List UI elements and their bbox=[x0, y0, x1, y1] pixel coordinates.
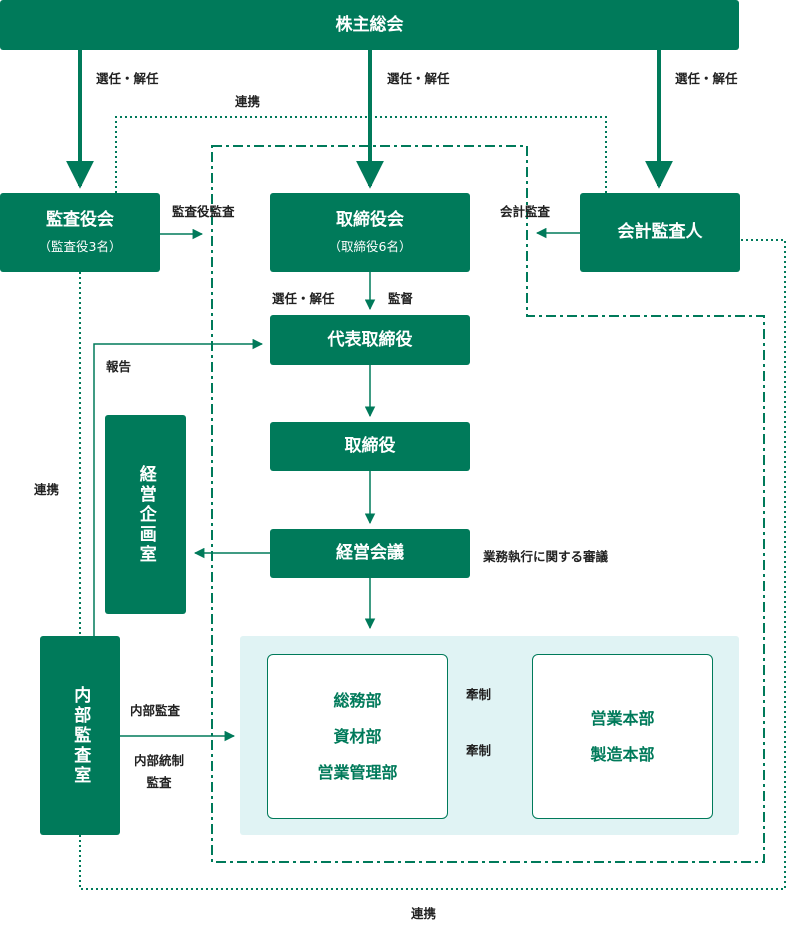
internal-audit-office-label: 内部監査室 bbox=[70, 685, 91, 786]
label-deliberation: 業務執行に関する審議 bbox=[483, 549, 609, 564]
label-internal-control-audit-line2: 監査 bbox=[146, 775, 172, 790]
label-cooperation-left: 連携 bbox=[34, 482, 60, 497]
representative-director-label: 代表取締役 bbox=[327, 329, 413, 350]
cooperation-line-bottom bbox=[79, 239, 786, 890]
directors-label: 取締役 bbox=[344, 436, 396, 457]
label-internal-control-audit-line1: 内部統制 bbox=[133, 753, 184, 768]
accounting-auditor-box: 会計監査人 bbox=[580, 193, 740, 272]
label-cooperation-top: 連携 bbox=[235, 94, 261, 109]
label-elect-dismiss-representative: 選任・解任 bbox=[272, 291, 335, 306]
label-cooperation-bottom: 連携 bbox=[411, 906, 437, 921]
department-materials: 資材部 bbox=[333, 726, 382, 746]
auditors-board-box: 監査役会 （監査役3名） bbox=[0, 193, 160, 272]
label-check-1: 牽制 bbox=[466, 687, 492, 702]
department-sales-admin: 営業管理部 bbox=[317, 762, 398, 782]
label-elect-dismiss-board: 選任・解任 bbox=[387, 71, 450, 86]
auditors-board-sublabel: （監査役3名） bbox=[38, 238, 122, 254]
department-manufacturing-hq: 製造本部 bbox=[590, 744, 655, 764]
management-meeting-label: 経営会議 bbox=[336, 543, 404, 564]
label-supervision: 監督 bbox=[388, 291, 414, 306]
planning-office-box: 経営企画室 bbox=[105, 415, 186, 614]
label-accounting-audit: 会計監査 bbox=[500, 204, 551, 219]
accounting-auditor-label: 会計監査人 bbox=[617, 222, 703, 243]
shareholders-meeting-box: 株主総会 bbox=[0, 0, 739, 50]
label-internal-audit: 内部監査 bbox=[130, 703, 181, 718]
label-internal-control-audit: 内部統制 監査 bbox=[128, 750, 190, 791]
label-elect-dismiss-auditors: 選任・解任 bbox=[96, 71, 159, 86]
internal-audit-office-box: 内部監査室 bbox=[40, 636, 120, 835]
auditors-board-label: 監査役会 bbox=[46, 210, 114, 231]
department-sales-hq: 営業本部 bbox=[590, 708, 655, 728]
shareholders-meeting-label: 株主総会 bbox=[335, 14, 404, 35]
board-of-directors-box: 取締役会 （取締役6名） bbox=[270, 193, 470, 272]
arrow-report bbox=[93, 338, 264, 636]
management-meeting-box: 経営会議 bbox=[270, 529, 470, 578]
directors-box: 取締役 bbox=[270, 422, 470, 471]
operations-departments-box: 営業本部 製造本部 bbox=[532, 654, 713, 819]
board-of-directors-sublabel: （取締役6名） bbox=[328, 238, 412, 254]
cooperation-line-top bbox=[115, 116, 607, 193]
label-elect-dismiss-accounting: 選任・解任 bbox=[675, 71, 738, 86]
label-check-2: 牽制 bbox=[466, 743, 492, 758]
representative-director-box: 代表取締役 bbox=[270, 315, 470, 365]
board-of-directors-label: 取締役会 bbox=[336, 210, 404, 231]
audit-scope-boundary bbox=[211, 145, 765, 863]
admin-departments-box: 総務部 資材部 営業管理部 bbox=[267, 654, 448, 819]
label-auditor-audit: 監査役監査 bbox=[172, 204, 235, 219]
department-general-affairs: 総務部 bbox=[333, 690, 382, 710]
planning-office-label: 経営企画室 bbox=[135, 464, 156, 565]
label-report: 報告 bbox=[106, 359, 132, 374]
